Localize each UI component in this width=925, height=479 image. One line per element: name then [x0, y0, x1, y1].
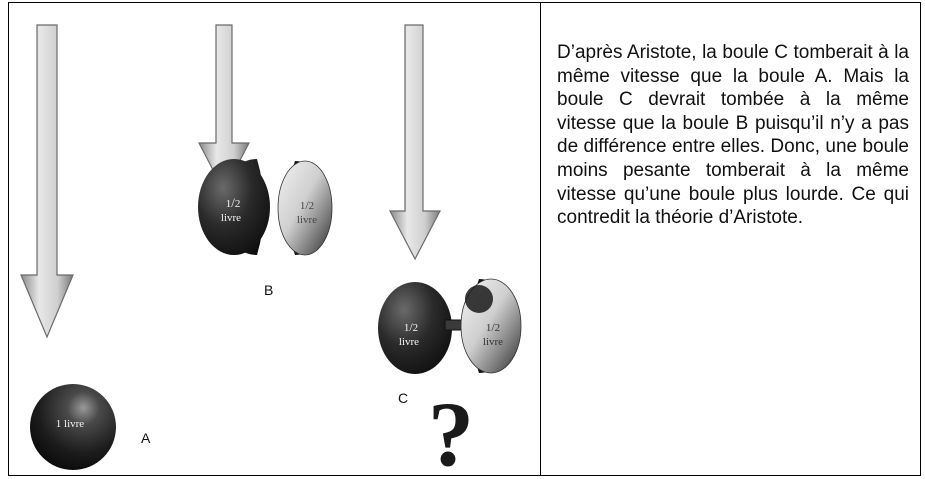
- ball-b-label: B: [264, 282, 273, 298]
- ball-b-left-unit: livre: [221, 212, 241, 224]
- arrow-a-icon: [21, 25, 73, 337]
- svg-text:1/2: 1/2: [486, 320, 500, 334]
- figure-frame: 1 livre A 1/2 livre 1: [8, 2, 921, 476]
- caption-text: D’après Aristote, la boule C tomberait à…: [557, 41, 909, 230]
- ball-b-left-den: 2: [235, 198, 241, 210]
- ball-b-left-half: 1/2 livre: [181, 159, 270, 255]
- falling-balls-illustration: 1 livre A 1/2 livre 1: [9, 3, 540, 475]
- illustration-svg: 1 livre A 1/2 livre 1: [9, 3, 540, 477]
- ball-b-right-den: 2: [309, 200, 315, 212]
- ball-c-label: C: [398, 390, 408, 406]
- svg-text:1/2: 1/2: [404, 320, 418, 334]
- svg-text:1/2: 1/2: [226, 195, 241, 210]
- ball-b: 1/2 livre 1/2 livre B: [181, 159, 332, 298]
- question-mark-icon: ?: [428, 383, 474, 477]
- ball-c-left-unit: livre: [399, 336, 419, 348]
- ball-a-label: A: [141, 430, 151, 446]
- ball-c-left-den: 2: [413, 322, 419, 334]
- ball-c-right-den: 2: [495, 322, 501, 334]
- ball-a: 1 livre A: [30, 384, 151, 470]
- column-divider: [540, 3, 541, 475]
- arrow-c-icon: [390, 25, 440, 259]
- svg-text:1/2: 1/2: [300, 198, 314, 212]
- ball-b-right-half: 1/2 livre: [278, 161, 332, 255]
- ball-c-right-unit: livre: [483, 336, 503, 348]
- ball-a-weight: 1 livre: [56, 418, 85, 430]
- ball-b-right-unit: livre: [297, 214, 317, 226]
